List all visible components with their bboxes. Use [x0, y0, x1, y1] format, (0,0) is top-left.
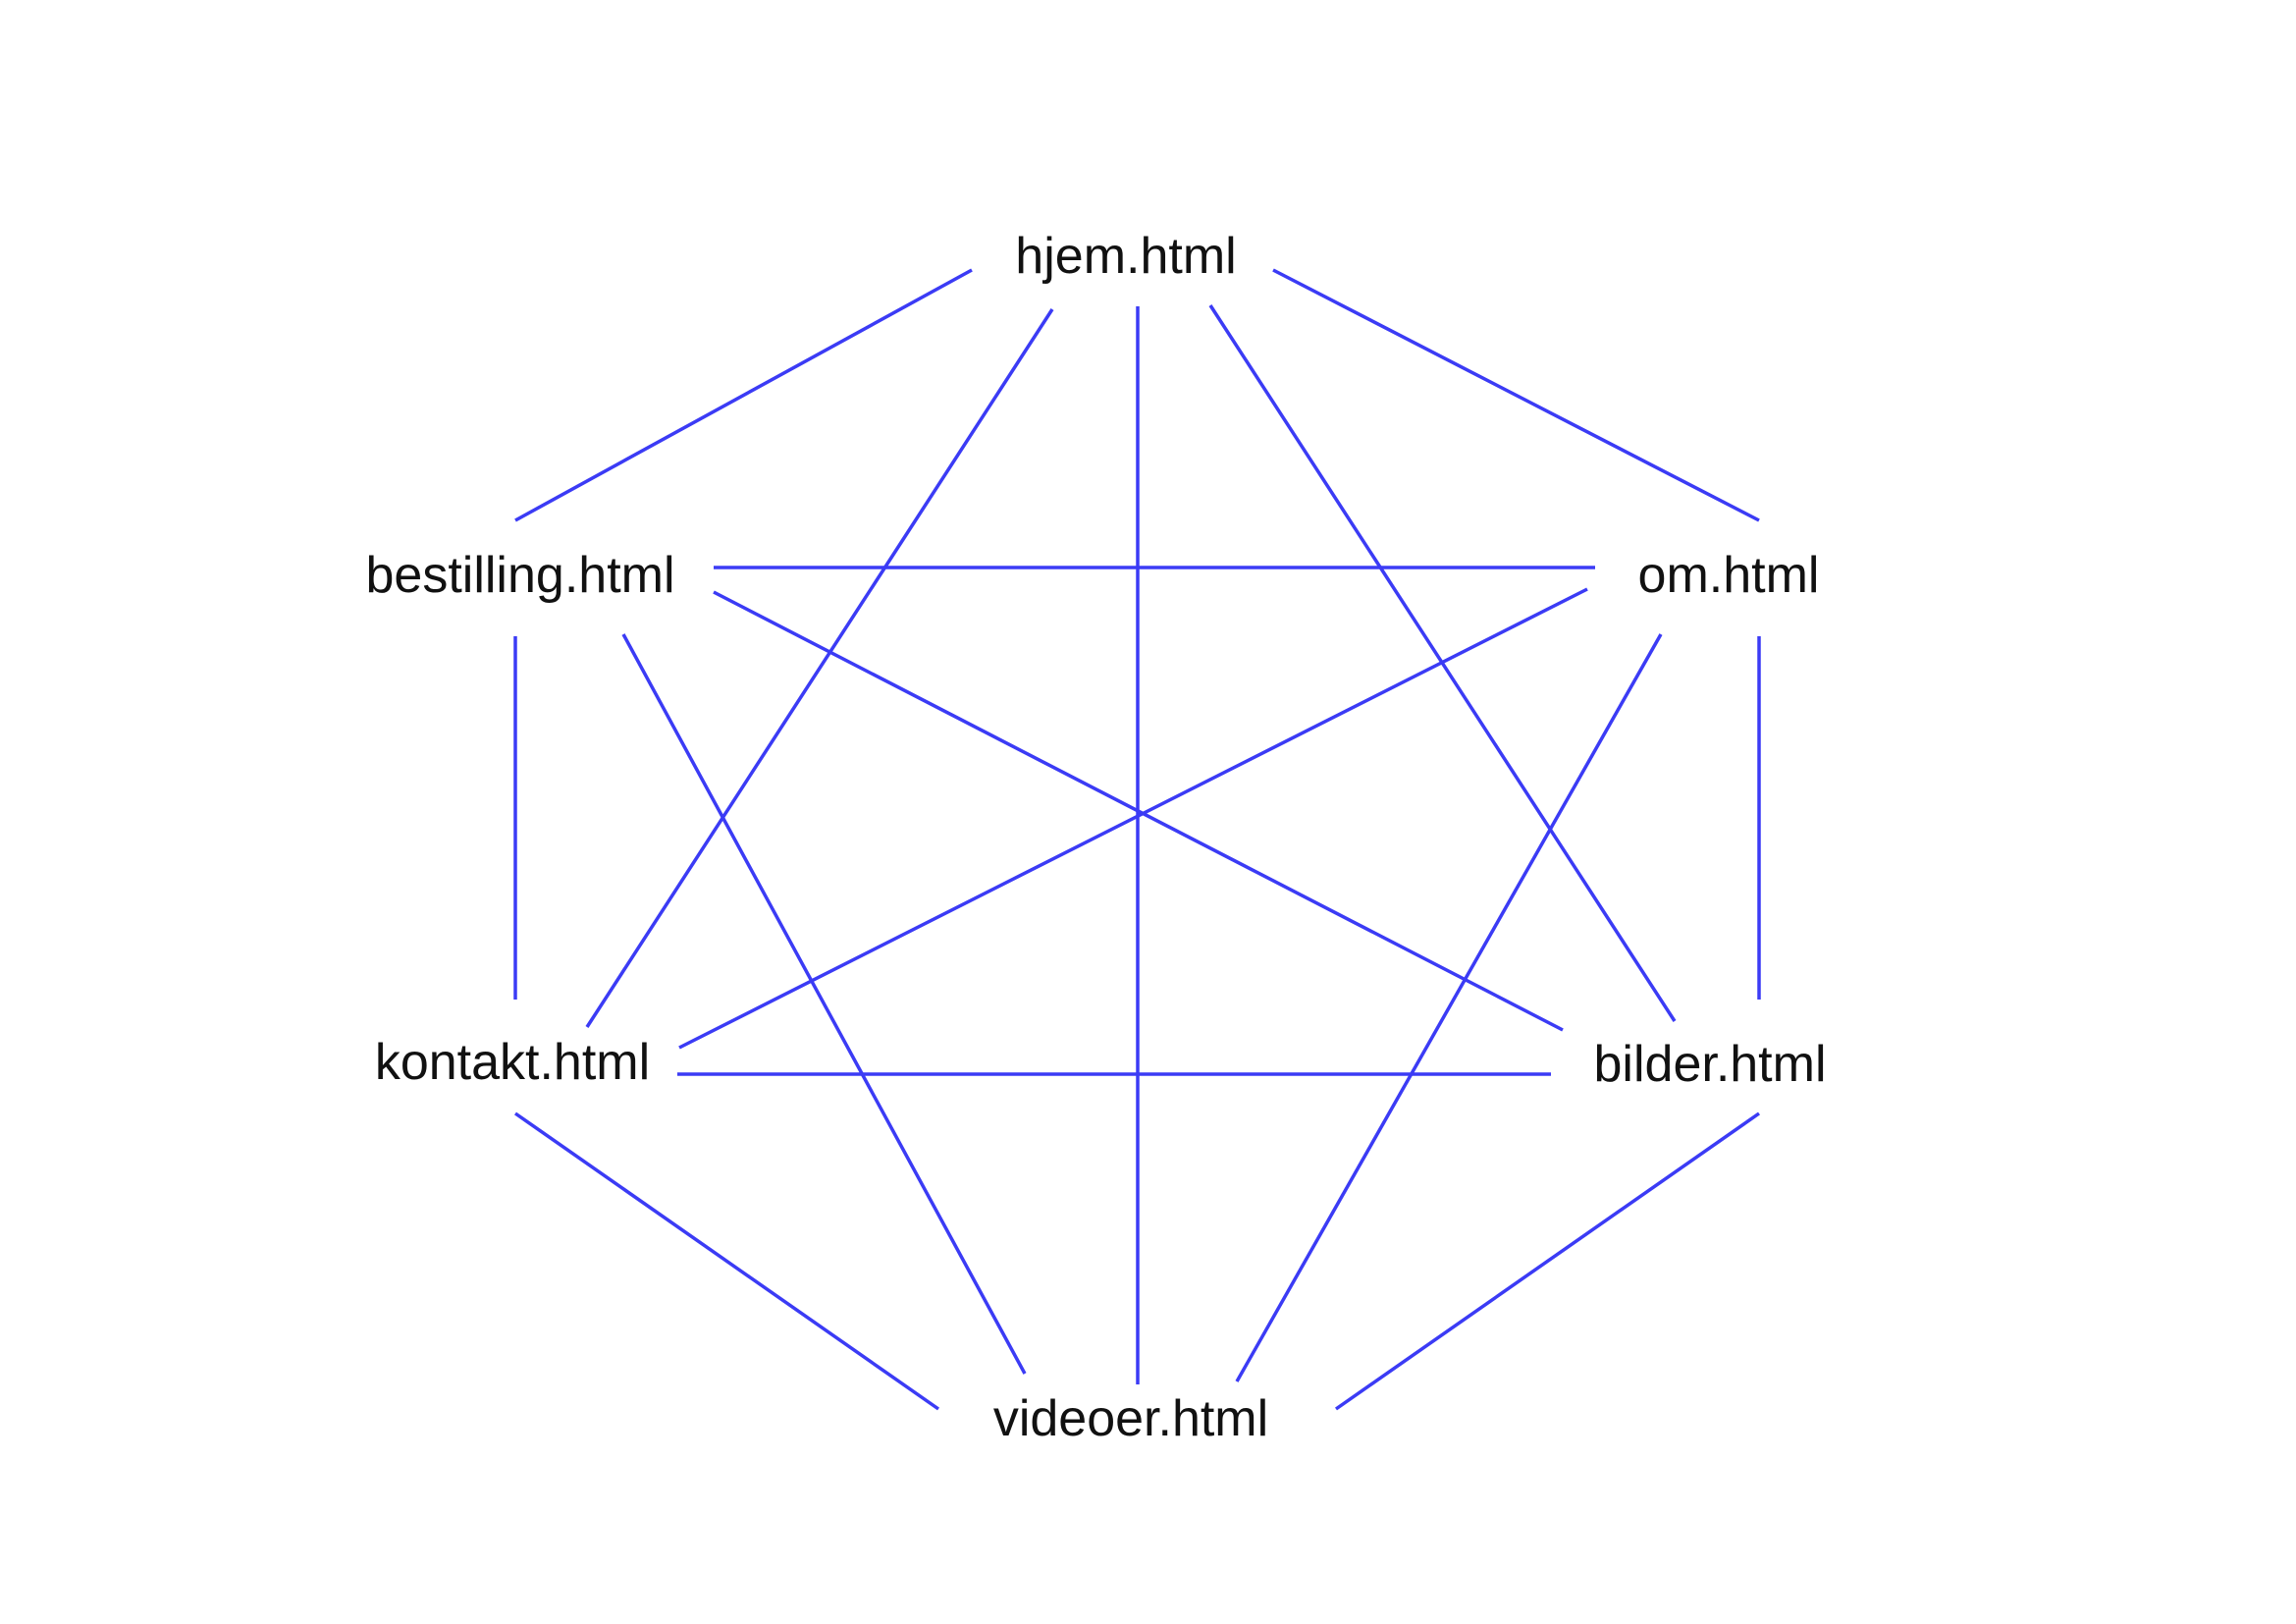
- edge-hjem-bestilling: [514, 268, 973, 522]
- edges: [513, 268, 1761, 1411]
- node-hjem: hjem.html: [1015, 228, 1236, 285]
- edge-hjem-kontakt: [585, 308, 1054, 1028]
- node-bilder: bilder.html: [1594, 1036, 1827, 1093]
- node-bestilling: bestilling.html: [365, 547, 674, 604]
- edge-bilder-videoer: [1334, 1111, 1761, 1411]
- edge-bestilling-videoer: [621, 633, 1027, 1375]
- edge-bestilling-bilder: [713, 590, 1564, 1032]
- edge-om-videoer: [1235, 633, 1663, 1382]
- node-om: om.html: [1638, 547, 1820, 604]
- edge-hjem-om: [1272, 268, 1760, 522]
- node-kontakt: kontakt.html: [375, 1034, 650, 1091]
- edge-om-kontakt: [678, 587, 1588, 1050]
- edge-kontakt-videoer: [513, 1111, 940, 1411]
- node-labels: hjem.html bestilling.html om.html kontak…: [365, 228, 1826, 1447]
- node-videoer: videoer.html: [993, 1390, 1268, 1447]
